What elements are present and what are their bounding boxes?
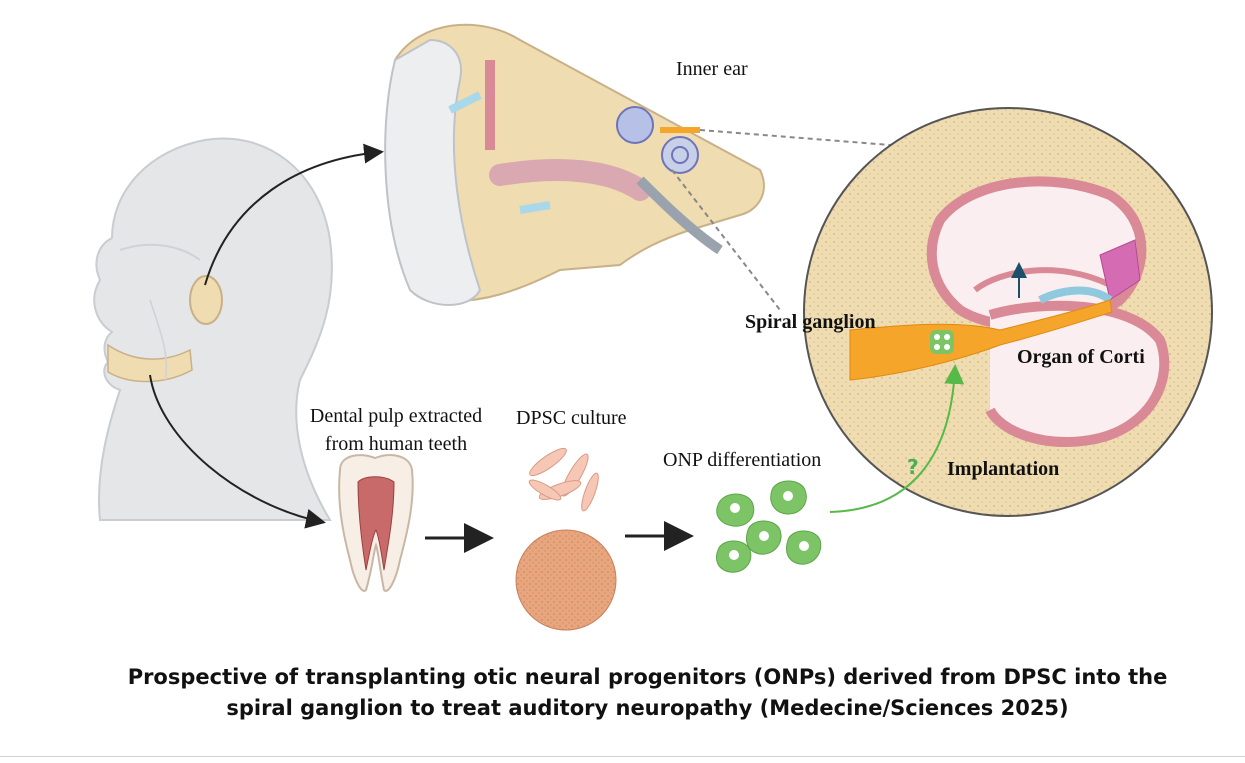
ear-cross-section [384,23,765,306]
leader-line-bottom [671,169,781,311]
label-spiral-ganglion: Spiral ganglion [745,311,876,333]
bottom-divider [0,756,1245,757]
arrow-head-to-ear [204,143,384,286]
tooth-illustration [338,454,414,592]
label-dental-pulp-line2: from human teeth [324,433,468,455]
implantation-arrow [829,364,965,513]
caption-line-1: Prospective of transplanting otic neural… [127,665,1168,689]
caption-line-2: spiral ganglion to treat auditory neurop… [226,696,1069,720]
label-organ-of-corti: Organ of Corti [1017,346,1145,368]
figure-caption: Prospective of transplanting otic neural… [60,662,1235,724]
label-question-mark: ? [907,455,919,479]
label-inner-ear: Inner ear [676,58,748,80]
leader-line-top [699,129,891,146]
label-dental-pulp-line1: Dental pulp extracted [309,405,483,427]
label-implantation: Implantation [947,458,1060,480]
cochlea-zoom-circle [803,107,1213,517]
arrow-head-to-tooth [149,374,326,529]
human-head-illustration [93,137,333,521]
label-onp-differentiation: ONP differentiation [663,449,822,471]
dpsc-culture-illustration [515,447,617,631]
label-dpsc-culture: DPSC culture [516,407,627,429]
onp-cells-illustration [716,480,822,573]
